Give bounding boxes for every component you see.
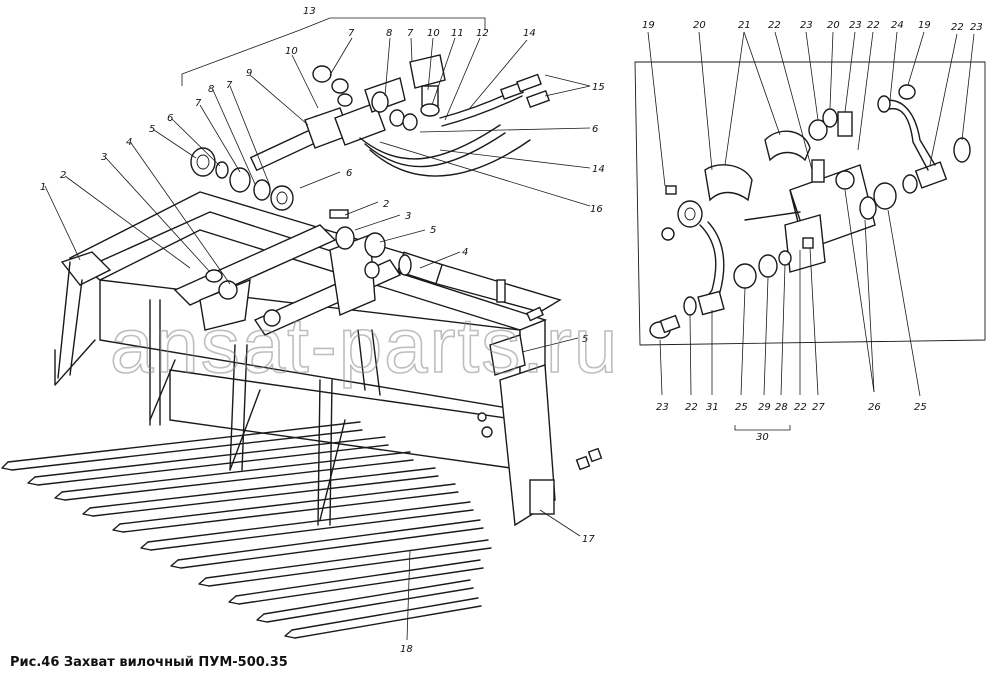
hydraulic-valve-block [304, 54, 551, 177]
callout: 20 [827, 20, 840, 31]
valve-detail-panel [634, 61, 986, 346]
callout: 19 [642, 20, 655, 31]
callout: 7 [226, 80, 233, 91]
callout: 29 [758, 402, 771, 413]
callout: 3 [101, 152, 107, 163]
callout: 13 [303, 6, 316, 17]
callout: 6 [346, 168, 352, 179]
callout: 6 [592, 124, 598, 135]
callout: 21 [738, 20, 751, 31]
callout: 2 [383, 199, 389, 210]
figure-caption: Рис.46 Захват вилочный ПУМ-500.35 [10, 655, 288, 670]
callout: 1 [40, 182, 46, 193]
callout: 3 [405, 211, 411, 222]
callout: 31 [706, 402, 719, 413]
callout: 20 [693, 20, 706, 31]
bracket-13 [181, 17, 486, 86]
callout: 22 [794, 402, 807, 413]
callout: 15 [592, 82, 605, 93]
callout: 9 [246, 68, 252, 79]
callout: 14 [523, 28, 536, 39]
pivot-assemblies [173, 115, 603, 471]
callout: 4 [126, 137, 132, 148]
callout: 17 [582, 534, 595, 545]
callout: 27 [812, 402, 825, 413]
callout: 7 [407, 28, 414, 39]
fork-tines [1, 421, 492, 639]
callout: 12 [476, 28, 489, 39]
callout: 26 [868, 402, 881, 413]
callout: 18 [400, 644, 413, 655]
callout: 5 [582, 334, 588, 345]
callout: 6 [167, 113, 173, 124]
callout: 16 [590, 204, 603, 215]
callout: 23 [656, 402, 669, 413]
callout: 8 [208, 84, 214, 95]
callout: 23 [800, 20, 813, 31]
callout: 22 [768, 20, 781, 31]
callout-numbers: 1 2 3 4 5 6 7 8 7 9 10 13 7 8 7 10 11 12… [40, 6, 983, 655]
callout: 4 [462, 247, 468, 258]
callout: 7 [348, 28, 355, 39]
callout: 10 [427, 28, 440, 39]
callout: 23 [970, 22, 983, 33]
callout: 11 [451, 28, 464, 39]
callout: 19 [918, 20, 931, 31]
callout: 22 [685, 402, 698, 413]
callout: 10 [285, 46, 298, 57]
callout: 7 [195, 98, 202, 109]
callout: 23 [849, 20, 862, 31]
callout: 25 [735, 402, 748, 413]
leader-lines [44, 31, 975, 641]
callout: 30 [756, 432, 769, 443]
callout: 2 [60, 170, 66, 181]
callout: 5 [430, 225, 436, 236]
callout: 22 [867, 20, 880, 31]
callout: 14 [592, 164, 605, 175]
callout: 25 [914, 402, 927, 413]
callout: 5 [149, 124, 155, 135]
callout: 22 [951, 22, 964, 33]
callout: 8 [386, 28, 392, 39]
callout: 28 [775, 402, 788, 413]
watermark: ansat-parts.ru [110, 301, 619, 389]
fork-frame [54, 191, 562, 527]
callout: 24 [891, 20, 904, 31]
